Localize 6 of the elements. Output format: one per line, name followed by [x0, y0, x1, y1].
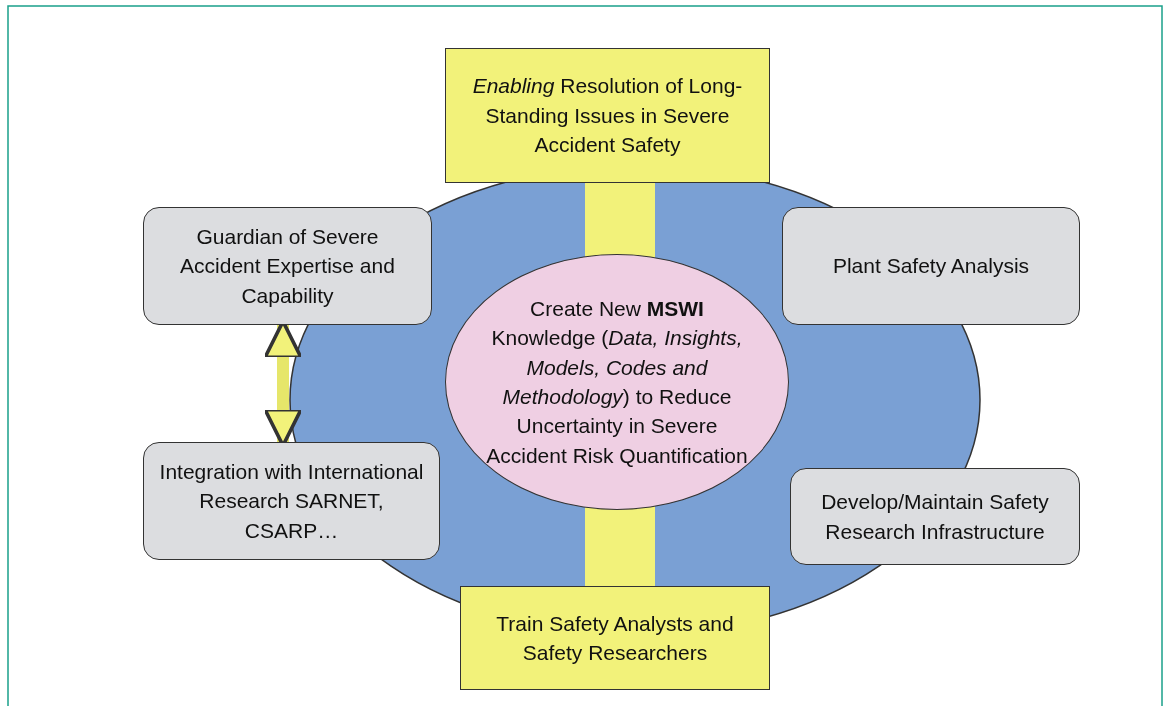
highlight-box: Train Safety Analysts and Safety Researchers [460, 586, 770, 690]
rounded-box: Plant Safety Analysis [782, 207, 1080, 325]
rounded-box: Integration with International Research SARNET, CSARP… [143, 442, 440, 560]
rounded-box: Guardian of Severe Accident Expertise and Capability [143, 207, 432, 325]
scroll-banner: Enabling Resolution of Long-Standing Issues in Severe Accident Safety [445, 48, 770, 183]
rounded-box: Develop/Maintain Safety Research Infrastructure [790, 468, 1080, 565]
